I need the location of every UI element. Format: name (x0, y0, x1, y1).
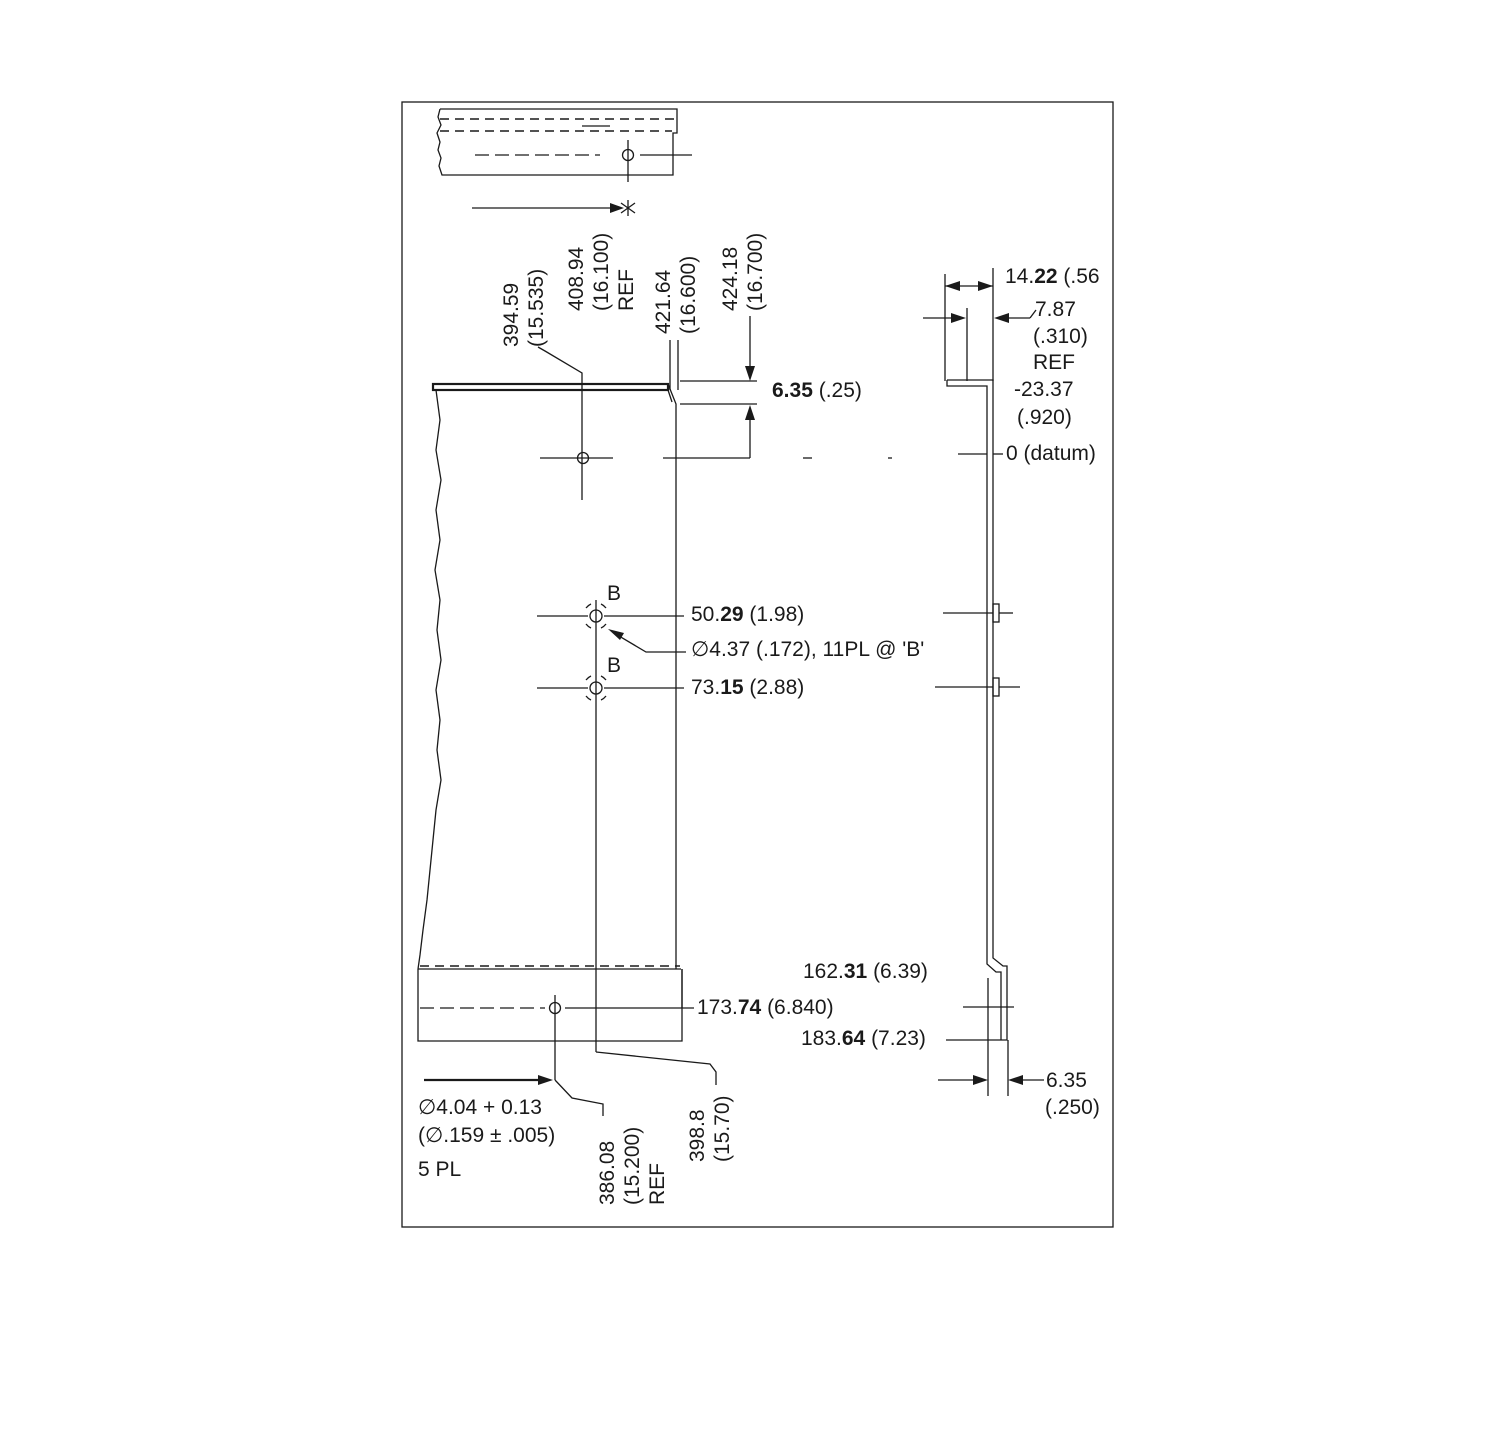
dim-183-label: 183.64 (7.23) (801, 1027, 926, 1050)
dim-424-inch-label: (16.700) (744, 233, 767, 311)
vertical-dimension-labels: 394.59 (15.535) 408.94 (16.100) REF 421.… (500, 233, 767, 347)
dim-408-ref-label: REF (615, 269, 638, 311)
hole-5pl-spec-label: ∅4.04 + 0.13 (418, 1096, 542, 1119)
dim-421-label: 421.64 (652, 269, 675, 334)
datum-label: 0 (datum) (1006, 442, 1096, 465)
dim-386-label: 386.08 (596, 1141, 619, 1205)
hole-b2-icon (585, 675, 607, 701)
dim-398-label: 398.8 (686, 1109, 709, 1162)
dim-635-label: 6.35 (.25) (772, 379, 862, 402)
dim-173-label: 173.74 (6.840) (697, 996, 834, 1019)
dim-2337-label: -23.37 (1014, 378, 1074, 401)
dim-386-inch-label: (15.200) (621, 1127, 644, 1205)
hole-5pl-inch-label: (∅.159 ± .005) (418, 1124, 555, 1147)
dim-787-inch-label: (.310) (1033, 325, 1088, 348)
label-b1: B (607, 582, 621, 605)
dim-1422-label: 14.22 (.56 (1005, 265, 1100, 288)
dim-635b-inch-label: (.250) (1045, 1096, 1100, 1119)
dim-50-label: 50.29 (1.98) (691, 603, 804, 626)
dim-394-inch-label: (15.535) (525, 269, 548, 347)
dim-2337-inch-label: (.920) (1017, 406, 1072, 429)
drawing-border (401, 101, 1114, 1228)
dim-408-label: 408.94 (565, 246, 588, 311)
dim-73-label: 73.15 (2.88) (691, 676, 804, 699)
hole-b-spec-label: ∅4.37 (.172), 11PL @ 'B' (691, 638, 924, 661)
dim-386-ref-label: REF (646, 1163, 669, 1205)
side-view (935, 379, 1020, 1041)
top-view (436, 108, 692, 216)
dim-787-ref-label: REF (1033, 351, 1075, 374)
hole-5pl-count-label: 5 PL (418, 1158, 461, 1181)
dim-787-label: 7.87 (1035, 298, 1076, 321)
dim-398-inch-label: (15.70) (711, 1095, 734, 1162)
star-marker-icon (620, 200, 636, 216)
label-b2: B (607, 654, 621, 677)
dim-394-label: 394.59 (500, 283, 523, 347)
dim-421-inch-label: (16.600) (677, 256, 700, 334)
dim-162-label: 162.31 (6.39) (803, 960, 928, 983)
dim-408-inch-label: (16.100) (590, 233, 613, 311)
dim-424-label: 424.18 (719, 247, 742, 311)
front-view (417, 382, 683, 1042)
dim-635b-label: 6.35 (1046, 1069, 1087, 1092)
